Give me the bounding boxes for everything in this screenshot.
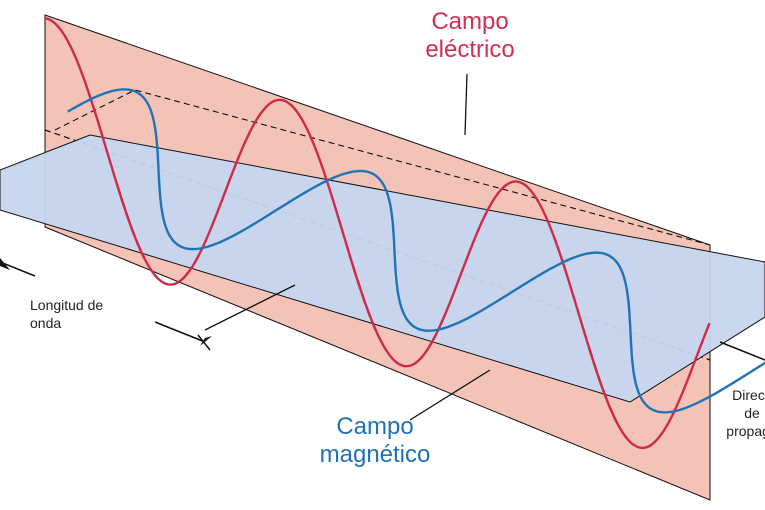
wavelength-tick: [197, 334, 211, 351]
magnetic-field-plane: [0, 134, 765, 403]
wavelength-bracket-left: [0, 261, 36, 277]
wavelength-bracket-right: [154, 321, 206, 343]
electric-label-leader: [464, 73, 468, 136]
propagation-direction-label: Direcc de propaga: [712, 386, 765, 441]
magnetic-label-leader: [409, 369, 491, 421]
wavelength-label-leader: [204, 284, 296, 331]
wavelength-label: Longitud de onda: [30, 297, 104, 332]
electric-field-label: Campo eléctrico: [425, 8, 515, 63]
electric-field-wave-hidden: [115, 184, 618, 422]
magnetic-field-label: Campo magnético: [319, 413, 431, 468]
propagation-direction-text: Direcc de propaga: [726, 387, 765, 440]
magnetic-field-wave: [67, 88, 765, 414]
direction-arrow: [719, 341, 765, 361]
wavelength-arrow-right: [200, 336, 212, 346]
wavelength-arrow-left: [0, 258, 10, 270]
electric-field-wave: [44, 17, 711, 449]
